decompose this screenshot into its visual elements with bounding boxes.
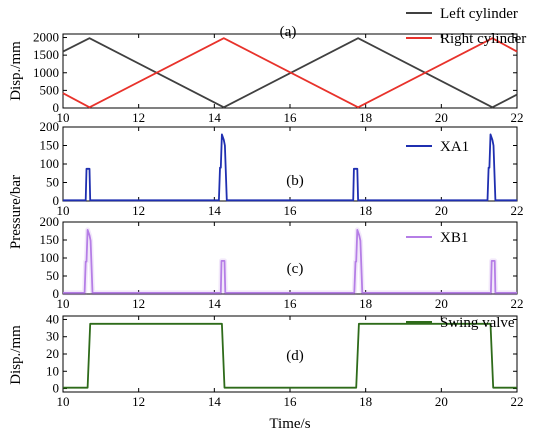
x-tick-label: 12 (132, 110, 145, 125)
legend-label: XB1 (440, 230, 468, 246)
y-tick-label: 100 (40, 156, 60, 171)
x-tick-label: 18 (359, 394, 372, 409)
x-tick-label: 16 (284, 296, 298, 311)
x-tick-label: 20 (435, 110, 448, 125)
panel-label: (d) (286, 348, 304, 364)
x-tick-label: 20 (435, 394, 448, 409)
y-tick-label: 0 (53, 286, 60, 301)
x-tick-label: 14 (208, 203, 222, 218)
series-line-xb1 (63, 228, 517, 294)
x-tick-label: 12 (132, 394, 145, 409)
y-axis-label: Disp./mm (8, 325, 24, 385)
legend-label: Left cylinder (440, 6, 518, 22)
y-tick-label: 1000 (33, 65, 59, 80)
series-line-xa1 (63, 133, 517, 202)
y-tick-label: 0 (53, 193, 60, 208)
y-tick-label: 50 (46, 268, 59, 283)
legend-label: XA1 (440, 139, 469, 155)
panel-label: (c) (287, 261, 304, 277)
x-tick-label: 10 (57, 394, 70, 409)
x-tick-label: 16 (284, 203, 298, 218)
y-tick-label: 1500 (33, 47, 59, 62)
legend-label: Swing valve (440, 315, 515, 331)
y-tick-label: 40 (46, 311, 59, 326)
x-tick-label: 22 (511, 394, 524, 409)
x-tick-label: 22 (511, 203, 524, 218)
x-tick-label: 10 (57, 296, 70, 311)
x-tick-label: 20 (435, 203, 448, 218)
x-tick-label: 12 (132, 296, 145, 311)
panel-label: (a) (280, 24, 297, 40)
x-axis-label: Time/s (269, 416, 310, 432)
y-tick-label: 2000 (33, 30, 59, 45)
x-tick-label: 14 (208, 296, 222, 311)
y-tick-label: 150 (40, 138, 60, 153)
x-tick-label: 18 (359, 203, 372, 218)
series-line-right-cylinder (62, 37, 518, 109)
panel-label: (b) (286, 173, 304, 189)
x-tick-label: 22 (511, 296, 524, 311)
y-tick-label: 200 (40, 119, 60, 134)
y-tick-label: 50 (46, 175, 59, 190)
x-tick-label: 14 (208, 394, 222, 409)
legend-label: Right cylinder (440, 31, 526, 47)
y-tick-label: 30 (46, 329, 59, 344)
x-tick-label: 18 (359, 110, 372, 125)
chart-panel-1: 10 12 14 16 18 20 22 0 500 1000 1500 2000 Left cylin… (8, 6, 526, 125)
x-tick-label: 22 (511, 110, 524, 125)
series-line-swing-valve (63, 322, 517, 389)
y-tick-label: 20 (46, 346, 59, 361)
y-tick-label: 200 (40, 214, 60, 229)
y-tick-label: 150 (40, 232, 60, 247)
x-tick-label: 16 (284, 110, 298, 125)
x-tick-label: 12 (132, 203, 145, 218)
y-tick-label: 100 (40, 250, 60, 265)
y-tick-label: 0 (53, 100, 60, 115)
x-tick-label: 10 (57, 203, 70, 218)
y-axis-label: Disp./mm (8, 41, 24, 101)
x-tick-label: 10 (57, 110, 70, 125)
x-tick-label: 20 (435, 296, 448, 311)
y-tick-label: 500 (40, 82, 60, 97)
x-tick-label: 14 (208, 110, 222, 125)
y-tick-label: 0 (53, 381, 60, 396)
y-axis-label-pressure: Pressure/bar (8, 175, 24, 249)
y-tick-label: 10 (46, 363, 59, 378)
x-tick-label: 18 (359, 296, 372, 311)
x-tick-label: 16 (284, 394, 298, 409)
